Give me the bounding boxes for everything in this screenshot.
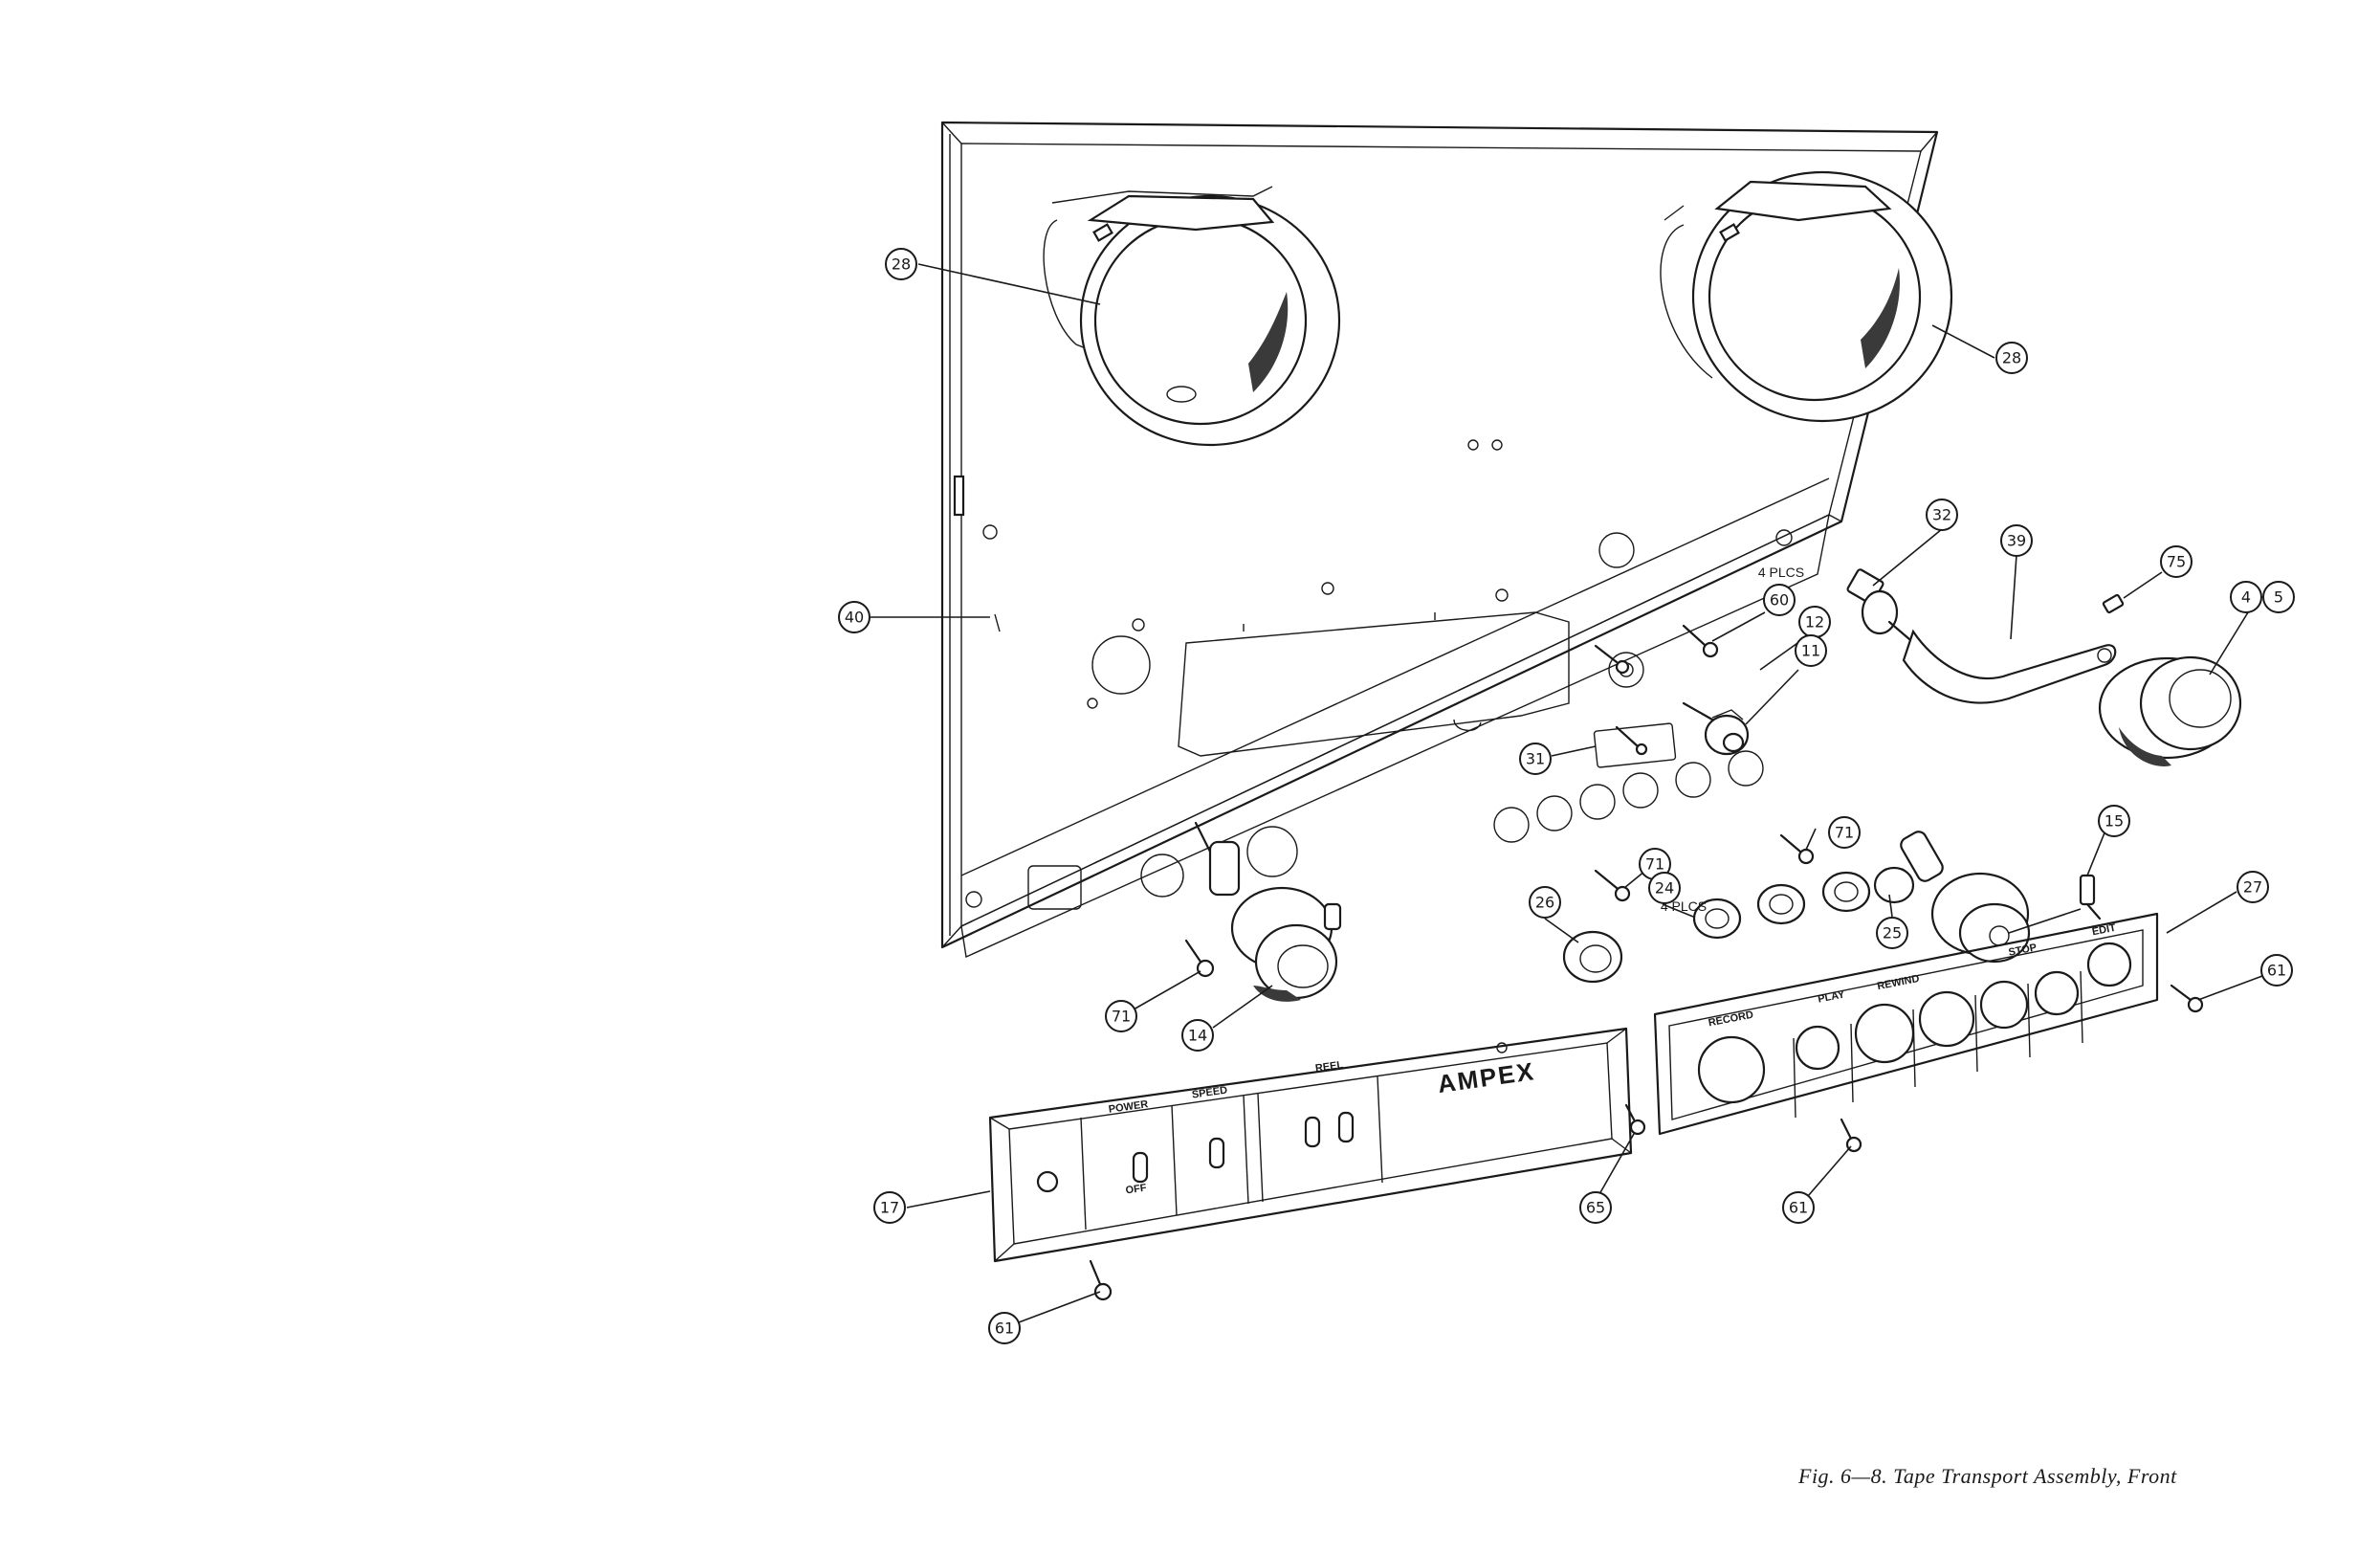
callout-65: 65 [1579,1191,1612,1224]
knob-assembly-25 [1900,831,2031,964]
knob-assembly-14 [1194,821,1342,1002]
svg-text:71: 71 [1112,1008,1131,1026]
screw-61-bottom-left [1089,1259,1113,1301]
screw-71-upper [1779,833,1815,865]
screw-71-center [1594,869,1631,902]
bushings-24 [1692,866,1915,940]
callout-71-upper: 71 [1828,816,1861,849]
screw-set-60 [1594,624,1719,675]
svg-text:32: 32 [1932,506,1951,524]
label-edit: EDIT [2091,922,2117,939]
screw-31 [1615,725,1648,756]
callout-61-bottom-left: 61 [988,1312,1021,1344]
brand-ampex: AMPEX [1436,1056,1537,1098]
svg-text:40: 40 [845,609,864,627]
label-play: PLAY [1817,988,1846,1005]
callout-26: 26 [1529,886,1561,919]
callouts: 28 28 40 32 39 75 4 5 60 12 11 31 71 71 … [838,248,2295,1344]
deck-plate [940,121,1939,959]
knob-assembly-11 [1682,701,1750,756]
control-panel-left [988,1027,1633,1263]
callout-11: 11 [1795,634,1827,667]
callout-17: 17 [873,1191,906,1224]
callout-14: 14 [1181,1019,1214,1052]
callout-12: 12 [1798,606,1831,638]
callout-61-bottom-center: 61 [1782,1191,1815,1224]
reel-holder-left [1043,186,1341,447]
svg-text:28: 28 [892,255,911,274]
label-speed: SPEED [1191,1084,1228,1100]
svg-text:14: 14 [1188,1027,1207,1045]
bushing-26 [1562,930,1623,984]
svg-text:60: 60 [1770,591,1789,610]
setscrew-75 [2102,593,2125,614]
callout-27: 27 [2237,871,2269,903]
svg-text:24: 24 [1655,879,1674,898]
svg-text:61: 61 [995,1319,1014,1338]
label-power: POWER [1108,1098,1149,1116]
label-stop: STOP [2008,942,2038,958]
callout-31: 31 [1519,743,1552,775]
callout-5: 5 [2262,581,2295,613]
screw-71-left [1184,939,1215,978]
control-panel-right [1653,912,2159,1136]
leader-lines [870,263,2263,1323]
svg-text:61: 61 [2267,962,2286,980]
screw-40 [994,613,1001,632]
svg-text:65: 65 [1586,1199,1605,1217]
label-reel: REEL [1314,1059,1344,1075]
note-4-plcs-upper: 4 PLCS [1758,565,1804,580]
svg-text:25: 25 [1883,924,1902,942]
screw-61-right [2170,984,2204,1013]
callout-40: 40 [838,601,870,633]
svg-text:27: 27 [2243,878,2262,897]
label-record: RECORD [1708,1009,1754,1030]
callout-32: 32 [1926,499,1958,531]
deck-cutouts [982,439,1677,768]
lever-39 [1902,629,2117,704]
svg-text:75: 75 [2167,553,2186,571]
callout-4: 4 [2230,581,2262,613]
svg-text:71: 71 [1645,855,1664,874]
callout-71-left: 71 [1105,1000,1137,1032]
callout-28-right: 28 [1995,342,2028,374]
svg-text:28: 28 [2002,349,2021,367]
label-rewind: REWIND [1876,973,1920,992]
figure-caption: Fig. 6—8. Tape Transport Assembly, Front [1798,1464,2177,1488]
label-off: OFF [1125,1183,1148,1197]
callout-61-right: 61 [2260,954,2293,987]
svg-text:26: 26 [1535,894,1554,912]
svg-text:11: 11 [1801,642,1820,660]
svg-text:4: 4 [2241,588,2251,607]
knob-4-5 [2098,655,2242,766]
svg-text:15: 15 [2105,812,2124,831]
svg-text:17: 17 [880,1199,899,1217]
svg-text:12: 12 [1805,613,1824,632]
callout-24: 24 [1648,872,1681,904]
callout-28-left: 28 [885,248,917,280]
callout-15: 15 [2098,805,2130,837]
callout-25: 25 [1876,917,1908,949]
screw-65 [1624,1103,1646,1136]
callout-60: 60 [1763,584,1796,616]
svg-text:71: 71 [1835,824,1854,842]
part-15 [2079,874,2102,920]
svg-text:61: 61 [1789,1199,1808,1217]
svg-text:31: 31 [1526,750,1545,768]
svg-text:5: 5 [2274,588,2283,607]
reel-holder-right [1660,170,1953,423]
panel-labels: POWER SPEED REEL OFF AMPEX RECORD PLAY R… [1108,565,2117,1197]
svg-text:39: 39 [2007,532,2026,550]
callout-39: 39 [2000,524,2033,557]
callout-75: 75 [2160,545,2193,578]
